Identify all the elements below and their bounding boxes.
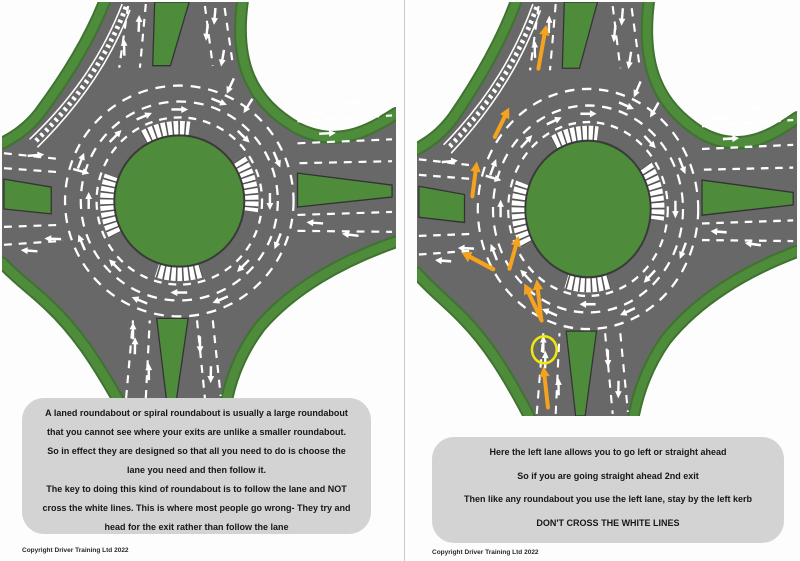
central-island <box>113 134 246 268</box>
explanation-textbox-left: A laned roundabout or spiral roundabout … <box>22 398 371 534</box>
roundabout-base-graphic <box>2 2 396 400</box>
hatched-road-markings <box>99 120 259 282</box>
textbox-paragraph: The key to doing this kind of roundabout… <box>42 484 351 532</box>
textbox-line: So if you are going straight ahead 2nd e… <box>517 470 699 481</box>
roundabout-diagram-right <box>417 2 797 416</box>
chevron-taper-marking <box>29 3 131 148</box>
slide-right: Here the left lane allows you to go left… <box>404 0 800 561</box>
slide-left: A laned roundabout or spiral roundabout … <box>2 2 396 554</box>
splitter-islands <box>3 2 393 400</box>
textbox-line: Here the left lane allows you to go left… <box>489 447 727 457</box>
approach-lane-markings <box>3 3 393 399</box>
copyright-notice: Copyright Driver Training Ltd 2022 <box>432 549 539 556</box>
textbox-paragraph: So in effect they are designed so that a… <box>47 446 346 475</box>
explanation-textbox-right: Here the left lane allows you to go left… <box>432 437 784 543</box>
copyright-notice: Copyright Driver Training Ltd 2022 <box>22 547 129 554</box>
textbox-paragraph: A laned roundabout or spiral roundabout … <box>45 408 348 437</box>
grass-verges <box>2 2 396 400</box>
textbox-line: DON'T CROSS THE WHITE LINES <box>536 517 680 528</box>
circulating-lane-markings <box>63 84 295 318</box>
route-arrows <box>461 24 550 410</box>
roundabout-diagram-left <box>2 2 396 400</box>
vehicle-position-circle <box>530 334 558 365</box>
textbox-line: Then like any roundabout you use the lef… <box>463 494 753 504</box>
